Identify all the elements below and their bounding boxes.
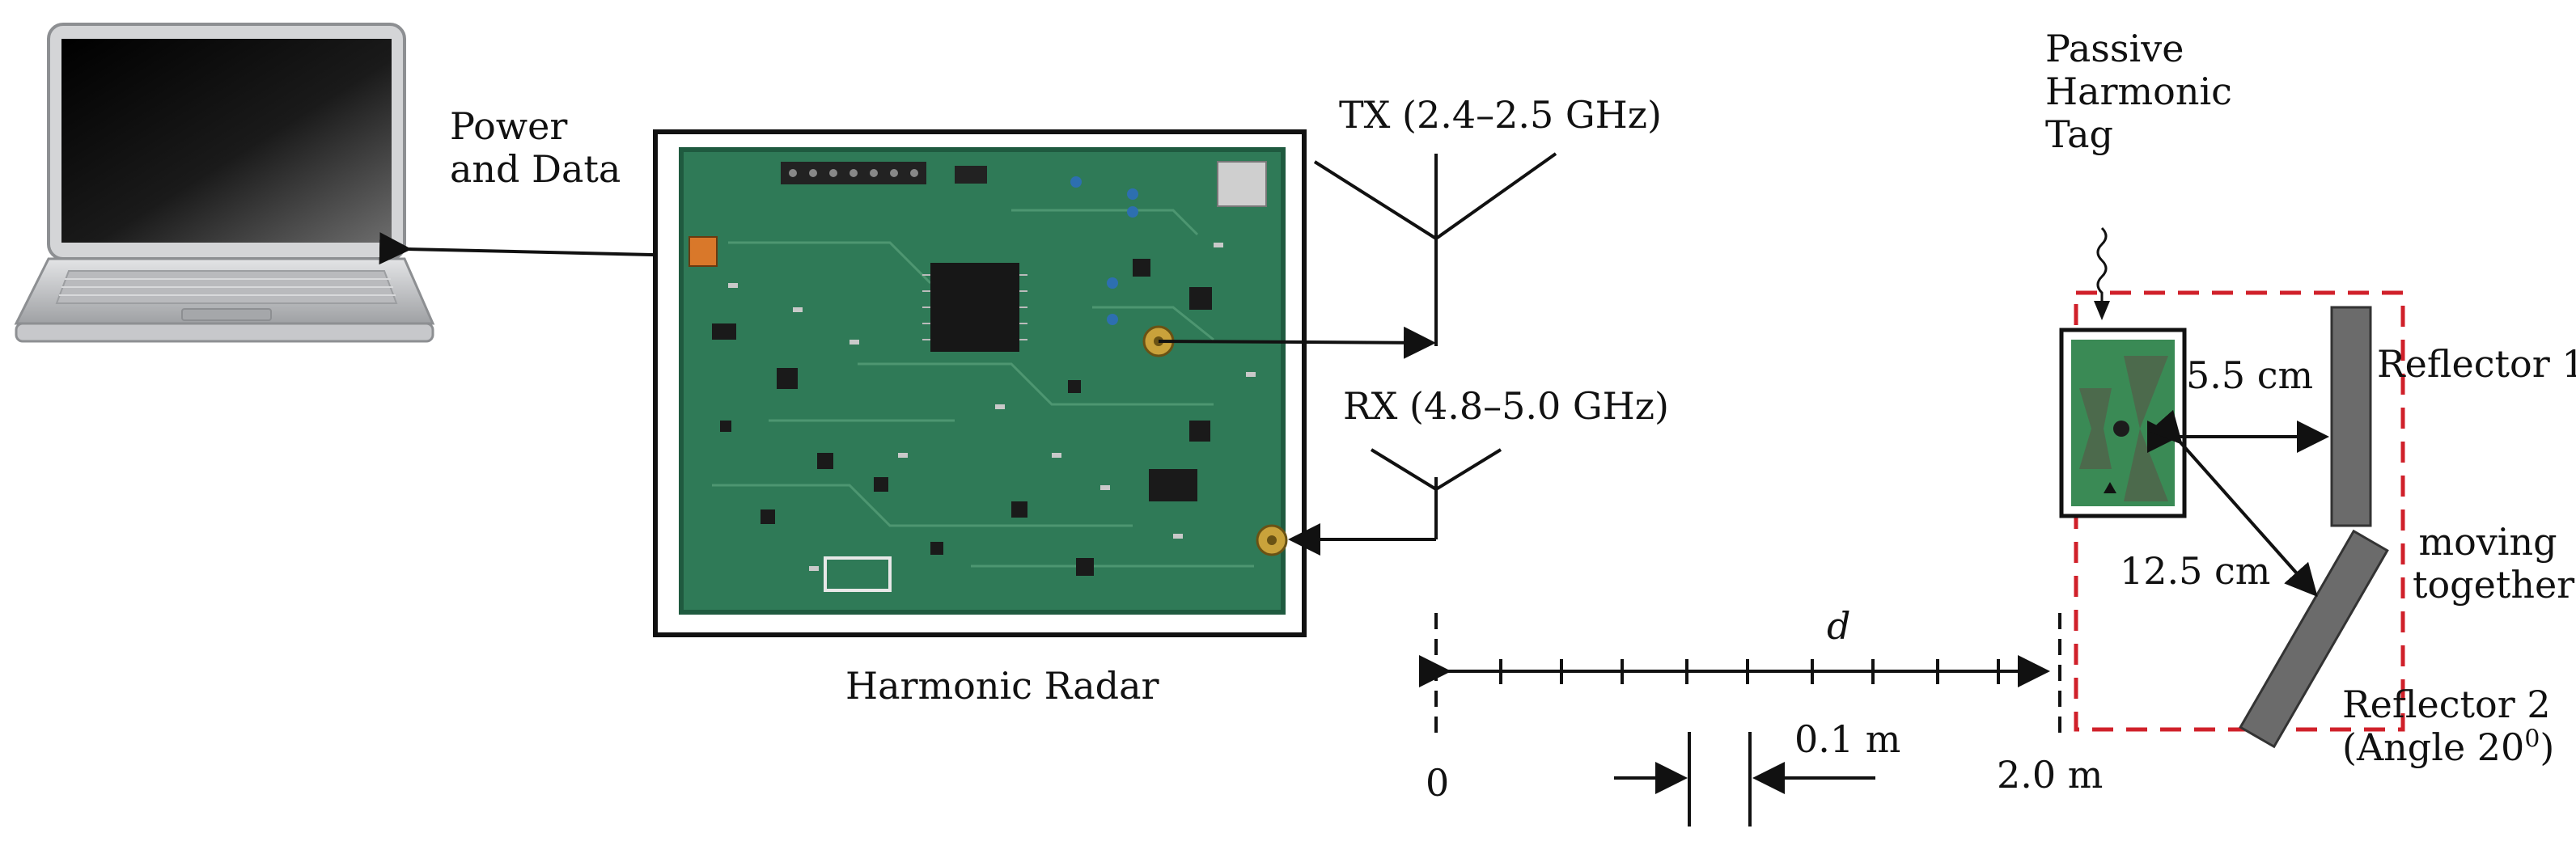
together-line: together — [2413, 562, 2575, 607]
tag-label-line3: Tag — [2045, 112, 2113, 156]
power-label-line2: and Data — [450, 146, 621, 191]
wavy-arrow-head — [2094, 301, 2110, 320]
pcb-board-image — [679, 147, 1288, 615]
tx-label: TX (2.4–2.5 GHz) — [1339, 93, 1662, 137]
distance-d-label: d — [1827, 604, 1851, 648]
reflector2-name: Reflector 2 — [2342, 683, 2551, 726]
tag-label: Passive Harmonic Tag — [2045, 27, 2232, 156]
rx-antenna-icon — [1299, 448, 1502, 541]
reflector-1 — [2330, 306, 2372, 527]
radar-caption: Harmonic Radar — [845, 664, 1159, 708]
power-data-label: Power and Data — [450, 105, 621, 191]
distance-5-5-label: 5.5 cm — [2186, 353, 2314, 397]
rx-label: RX (4.8–5.0 GHz) — [1343, 384, 1669, 428]
moving-line: moving — [2418, 520, 2557, 564]
wavy-arrow-icon — [2096, 226, 2108, 307]
reflector2-angle: (Angle 200) — [2342, 725, 2555, 769]
tag-to-reflector2 — [2149, 409, 2318, 597]
laptop-icon — [14, 23, 435, 343]
reflector2-label: Reflector 2 (Angle 200) — [2342, 683, 2554, 769]
reflector-2 — [2239, 529, 2389, 749]
moving-together-label: moving together — [2413, 520, 2575, 607]
power-label-line1: Power — [450, 104, 568, 148]
tx-feed-line — [1158, 326, 1436, 359]
tag-label-line1: Passive — [2045, 27, 2184, 70]
tx-antenna-icon — [1313, 152, 1557, 346]
distance-ruler — [1419, 613, 2061, 827]
harmonic-tag-image — [2059, 328, 2187, 518]
power-data-link — [379, 232, 689, 272]
reflector2-angle-sup: 0 — [2524, 725, 2540, 754]
tick-end-label: 2.0 m — [1997, 753, 2104, 797]
step-label: 0.1 m — [1794, 717, 1901, 761]
reflector2-angle-text: (Angle 20 — [2342, 725, 2525, 769]
reflector1-label: Reflector 1 — [2377, 342, 2576, 386]
tick-zero-label: 0 — [1426, 761, 1450, 805]
tag-label-line2: Harmonic — [2045, 69, 2232, 113]
distance-12-5-label: 12.5 cm — [2120, 549, 2271, 593]
reflector2-angle-close: ) — [2540, 725, 2555, 769]
